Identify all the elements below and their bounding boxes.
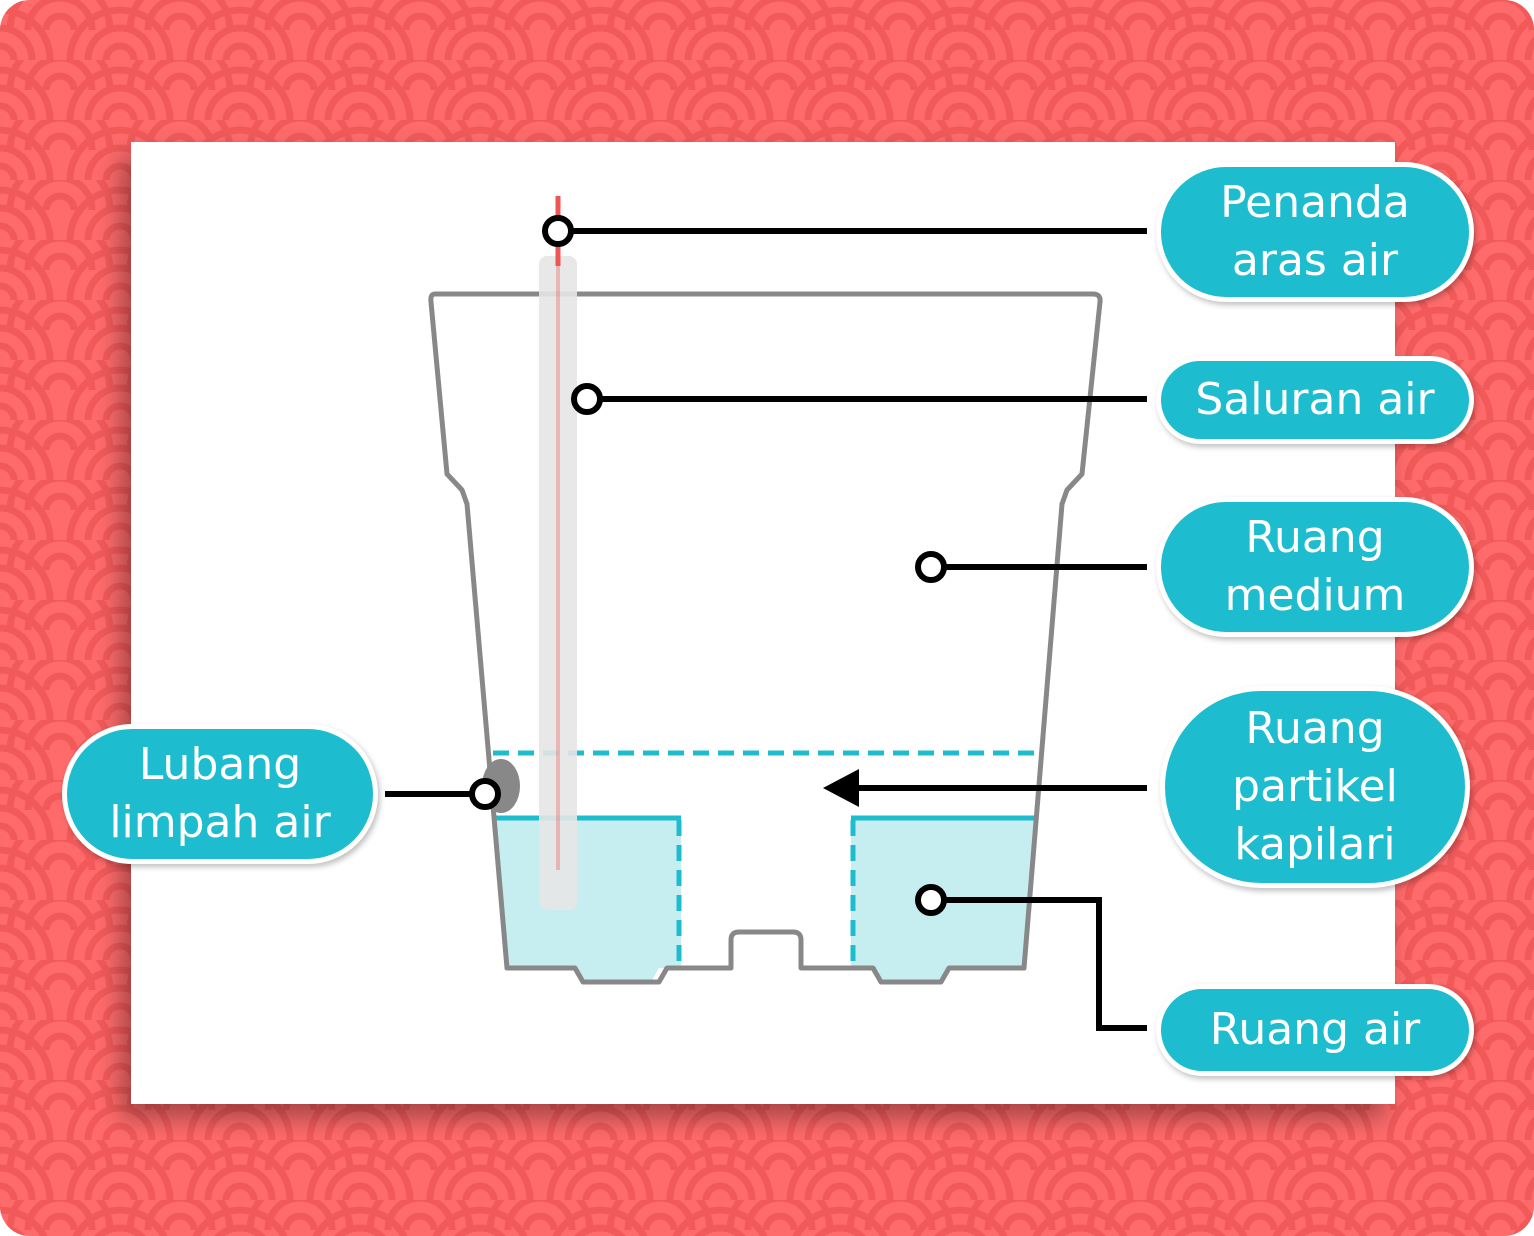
label-ruang-partikel-kapilari: Ruang partikel kapilari (1160, 686, 1470, 888)
arrowhead-ruang-partikel (823, 769, 859, 807)
anchor-saluran-air (571, 383, 603, 415)
anchor-penanda-aras-air (542, 215, 574, 247)
anchor-ruang-medium (915, 551, 947, 583)
anchor-lubang-limpah-air (469, 778, 501, 810)
pot-outline (428, 291, 1103, 985)
water-channel-tube (539, 256, 577, 910)
label-ruang-air: Ruang air (1156, 984, 1474, 1076)
water-reservoir-left (495, 818, 681, 982)
label-penanda-aras-air: Penanda aras air (1156, 162, 1474, 302)
self-watering-pot-diagram (385, 196, 1147, 1031)
label-lubang-limpah-air: Lubang limpah air (62, 724, 378, 864)
label-ruang-medium: Ruang medium (1156, 497, 1474, 637)
label-saluran-air: Saluran air (1156, 356, 1474, 444)
leader-line-ruang-air (931, 897, 1147, 1031)
anchor-ruang-air (915, 884, 947, 916)
